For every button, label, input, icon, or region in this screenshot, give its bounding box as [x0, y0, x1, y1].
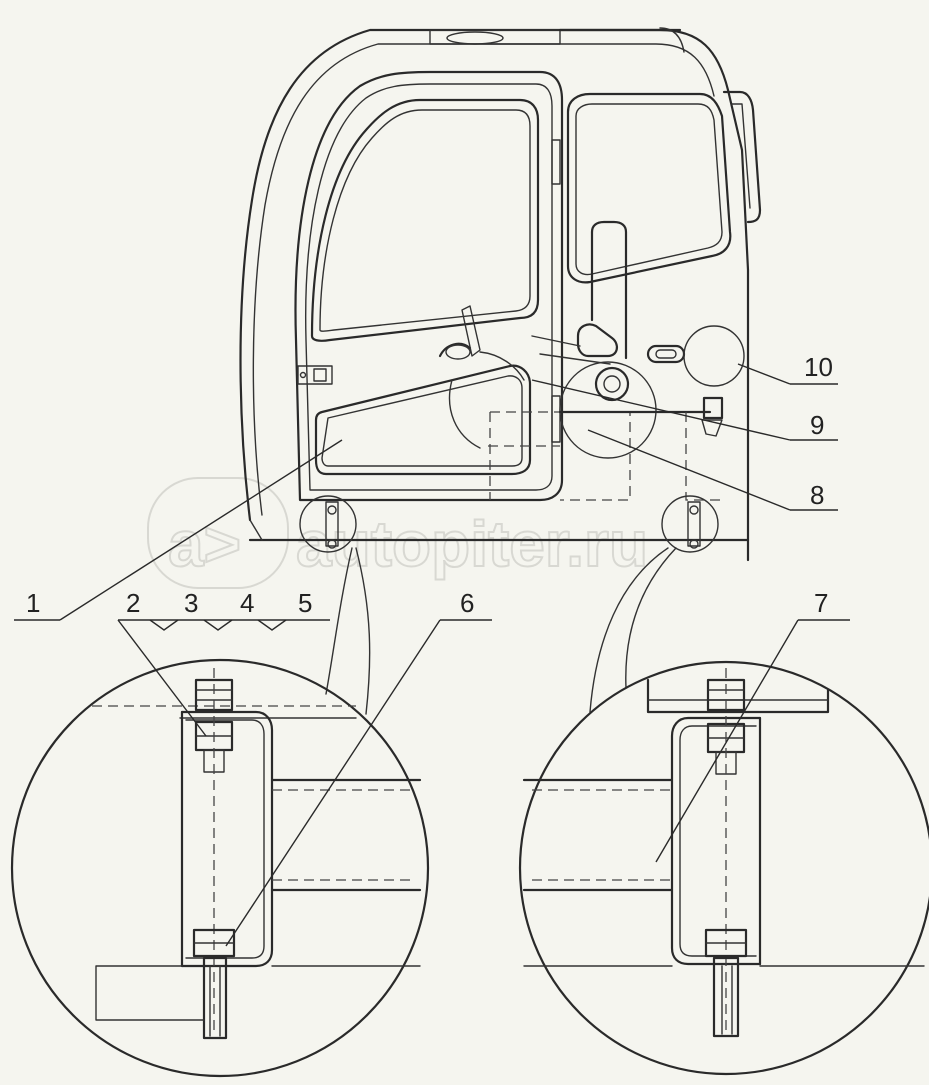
leader-1 [59, 439, 343, 621]
left-mount-circle [299, 495, 357, 553]
callout-3: 3 [184, 588, 198, 618]
leader-9 [531, 379, 791, 441]
left-detail-circle [10, 658, 430, 1078]
right-top-plate [646, 678, 830, 714]
leader-7 [655, 619, 799, 863]
right-detail-view [518, 660, 929, 1076]
callout-2: 2 [126, 588, 140, 618]
watermark-text: autopiter.ru [296, 508, 648, 580]
left-base-plate [95, 965, 421, 1021]
callout-5: 5 [298, 588, 312, 618]
right-mount-circle [661, 495, 719, 553]
door-switch-screw [299, 371, 307, 379]
callout-7: 7 [814, 588, 828, 618]
left-bottom-bolt-shank [202, 956, 228, 1040]
cab-base-corner [249, 519, 263, 541]
door-switch [313, 368, 327, 382]
door-lower-panel [314, 364, 532, 476]
latch-detail-circle [559, 361, 657, 459]
door-handle-knob [445, 344, 471, 360]
right-mount-bolt-top [689, 505, 699, 515]
left-bracket-inner [185, 719, 265, 959]
side-lamp [646, 344, 686, 364]
detail-circle-10 [683, 325, 745, 387]
leader-6 [225, 619, 441, 947]
leader-2-5-ticks [149, 619, 287, 631]
roof-rail-bend [659, 27, 685, 53]
door-window [310, 98, 540, 342]
left-connector-1 [325, 547, 353, 695]
door-handle [438, 342, 472, 358]
watermark: a> autopiter.ru [147, 477, 649, 589]
door-lock-rod [488, 411, 631, 501]
cab-roof-inner-line [252, 43, 715, 516]
callout-labels: 1 2 3 4 5 6 7 8 9 10 [26, 352, 833, 618]
door-switch-plate [297, 365, 333, 385]
upper-hinge [551, 139, 561, 185]
door-window-inner [319, 109, 531, 332]
side-window [531, 92, 745, 501]
door-lower-panel-inner [321, 375, 523, 467]
left-connector-2 [355, 547, 371, 715]
side-window-outline [566, 92, 732, 284]
door-catch-arm [531, 335, 611, 365]
left-bracket [180, 710, 274, 968]
right-detail-circle [518, 660, 929, 1076]
right-connector-2 [625, 547, 677, 689]
right-mount-bracket [687, 501, 701, 547]
callout-1: 1 [26, 588, 40, 618]
callout-6: 6 [460, 588, 474, 618]
door-latch-cable [479, 351, 525, 381]
right-cross-member [522, 778, 674, 892]
mount-points [299, 495, 719, 553]
left-mount-bracket [325, 501, 339, 547]
right-bottom-bolt-shank [712, 956, 740, 1038]
door [294, 70, 631, 502]
right-bracket [670, 716, 762, 966]
door-lever [461, 305, 481, 357]
watermark-logo-frame [147, 477, 289, 589]
left-mount-bolt-bottom [327, 539, 337, 549]
side-handrail-inner [731, 103, 751, 209]
leader-8 [587, 429, 791, 511]
leader-2 [117, 619, 207, 737]
side-handrail [722, 90, 762, 224]
side-window-inner [575, 103, 723, 276]
door-catch [576, 323, 618, 358]
left-detail-view [10, 658, 430, 1078]
latch-pivot [594, 366, 630, 402]
callout-9: 9 [810, 410, 824, 440]
left-mount-bolt-top [327, 505, 337, 515]
left-cross-member [270, 778, 422, 892]
door-striker-base [701, 419, 723, 437]
door-striker [702, 396, 724, 420]
door-lock-arc [448, 379, 481, 449]
latch-pivot-center [603, 375, 621, 393]
side-lamp-inner [655, 349, 677, 359]
lower-hinge [551, 395, 561, 443]
leader-10 [737, 363, 791, 385]
callout-8: 8 [810, 480, 824, 510]
door-stop-bar [590, 220, 628, 360]
cab-outer-shell [239, 28, 750, 562]
cab-body [239, 27, 762, 562]
callout-4: 4 [240, 588, 254, 618]
roof-vent [446, 31, 504, 45]
right-mount-bolt-bottom [689, 539, 699, 549]
detail-connectors [325, 547, 677, 715]
right-lock-rod [685, 412, 720, 501]
callout-10: 10 [804, 352, 833, 382]
roof-hatch [429, 29, 561, 45]
callout-leaders [14, 363, 850, 947]
right-connector-1 [589, 547, 669, 713]
door-inner-outline [304, 83, 553, 491]
right-bracket-inner [679, 725, 757, 957]
door-outline [294, 70, 564, 502]
